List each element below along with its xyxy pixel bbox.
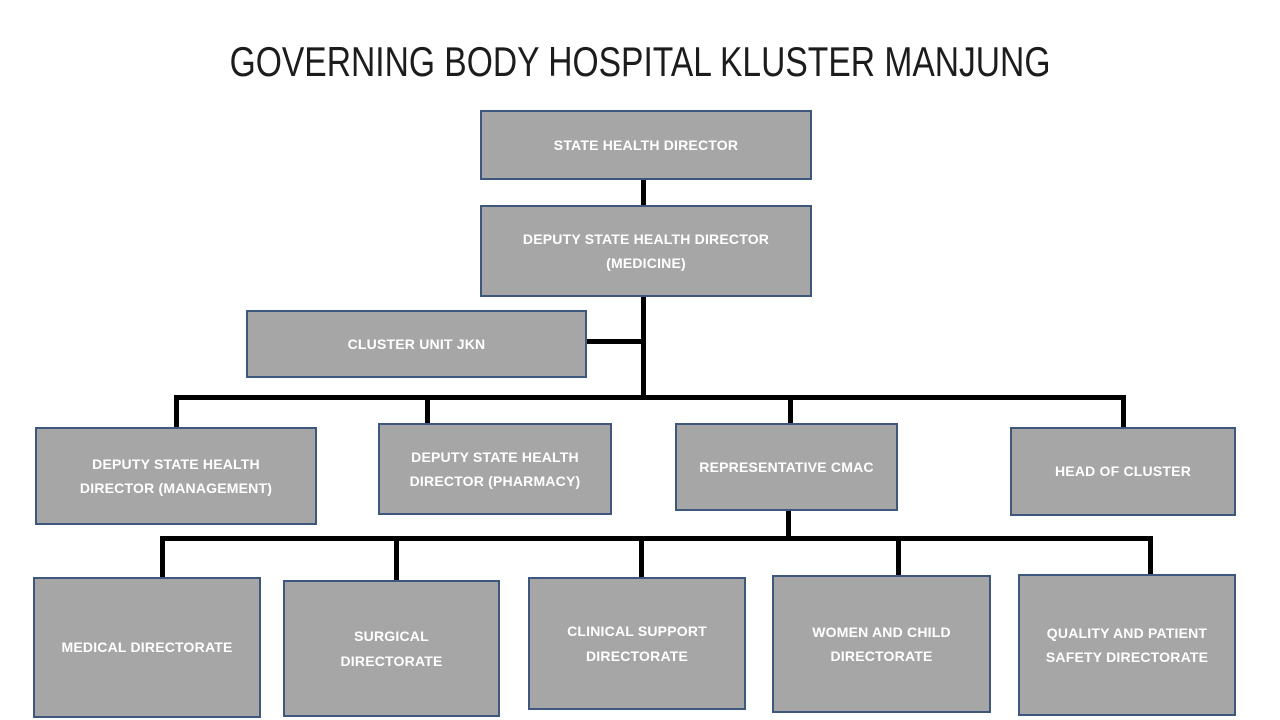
connector-drop-cmac — [788, 398, 793, 425]
page-title-text: GOVERNING BODY HOSPITAL KLUSTER MANJUNG — [229, 38, 1051, 85]
connector-deputy-trunk — [641, 297, 646, 400]
connector-level3-bus — [174, 395, 1126, 400]
org-node-label: MEDICAL DIRECTORATE — [61, 639, 233, 656]
org-node-label: SURGICAL DIRECTORATE — [340, 628, 443, 669]
connector-drop-management — [174, 398, 179, 428]
connector-cmac-trunk — [786, 511, 791, 540]
org-node-label: QUALITY AND PATIENT SAFETY DIRECTORATE — [1045, 624, 1209, 666]
org-node-women-and-child-directorate: WOMEN AND CHILD DIRECTORATE — [772, 575, 991, 713]
org-node-label: DEPUTY STATE HEALTH DIRECTOR (MANAGEMENT… — [79, 455, 273, 497]
org-node-state-health-director: STATE HEALTH DIRECTOR — [480, 110, 812, 180]
org-node-label: STATE HEALTH DIRECTOR — [553, 136, 739, 153]
connector-drop-pharmacy — [425, 398, 430, 425]
org-node-cluster-unit-jkn: CLUSTER UNIT JKN — [246, 310, 587, 378]
connector-jkn-link — [587, 339, 643, 344]
org-node-surgical-directorate: SURGICAL DIRECTORATE — [283, 580, 500, 717]
org-node-quality-patient-safety-directorate: QUALITY AND PATIENT SAFETY DIRECTORATE — [1018, 574, 1236, 716]
org-node-head-of-cluster: HEAD OF CLUSTER — [1010, 427, 1236, 516]
connector-drop-medical — [160, 539, 165, 578]
connector-level4-bus — [160, 536, 1153, 541]
org-node-label: WOMEN AND CHILD DIRECTORATE — [812, 623, 951, 665]
org-node-clinical-support-directorate: CLINICAL SUPPORT DIRECTORATE — [528, 577, 746, 710]
connector-root-to-deputy — [641, 180, 646, 205]
org-node-label: CLUSTER UNIT JKN — [347, 335, 486, 352]
page-title: GOVERNING BODY HOSPITAL KLUSTER MANJUNG — [0, 38, 1280, 86]
org-node-deputy-management: DEPUTY STATE HEALTH DIRECTOR (MANAGEMENT… — [35, 427, 317, 525]
org-node-medical-directorate: MEDICAL DIRECTORATE — [33, 577, 261, 718]
connector-drop-quality-safety — [1148, 539, 1153, 575]
org-node-label: HEAD OF CLUSTER — [1055, 463, 1191, 480]
org-node-deputy-pharmacy: DEPUTY STATE HEALTH DIRECTOR (PHARMACY) — [378, 423, 612, 515]
org-node-label: DEPUTY STATE HEALTH DIRECTOR (MEDICINE) — [522, 230, 770, 272]
connector-drop-women-child — [896, 539, 901, 576]
org-node-label: DEPUTY STATE HEALTH DIRECTOR (PHARMACY) — [409, 448, 581, 490]
org-node-deputy-medicine: DEPUTY STATE HEALTH DIRECTOR (MEDICINE) — [480, 205, 812, 297]
connector-drop-head-of-cluster — [1121, 398, 1126, 428]
org-node-label: REPRESENTATIVE CMAC — [699, 458, 874, 475]
org-node-representative-cmac: REPRESENTATIVE CMAC — [675, 423, 898, 511]
connector-drop-clinical-support — [639, 539, 644, 578]
org-node-label: CLINICAL SUPPORT DIRECTORATE — [567, 623, 707, 664]
connector-drop-surgical — [394, 539, 399, 581]
